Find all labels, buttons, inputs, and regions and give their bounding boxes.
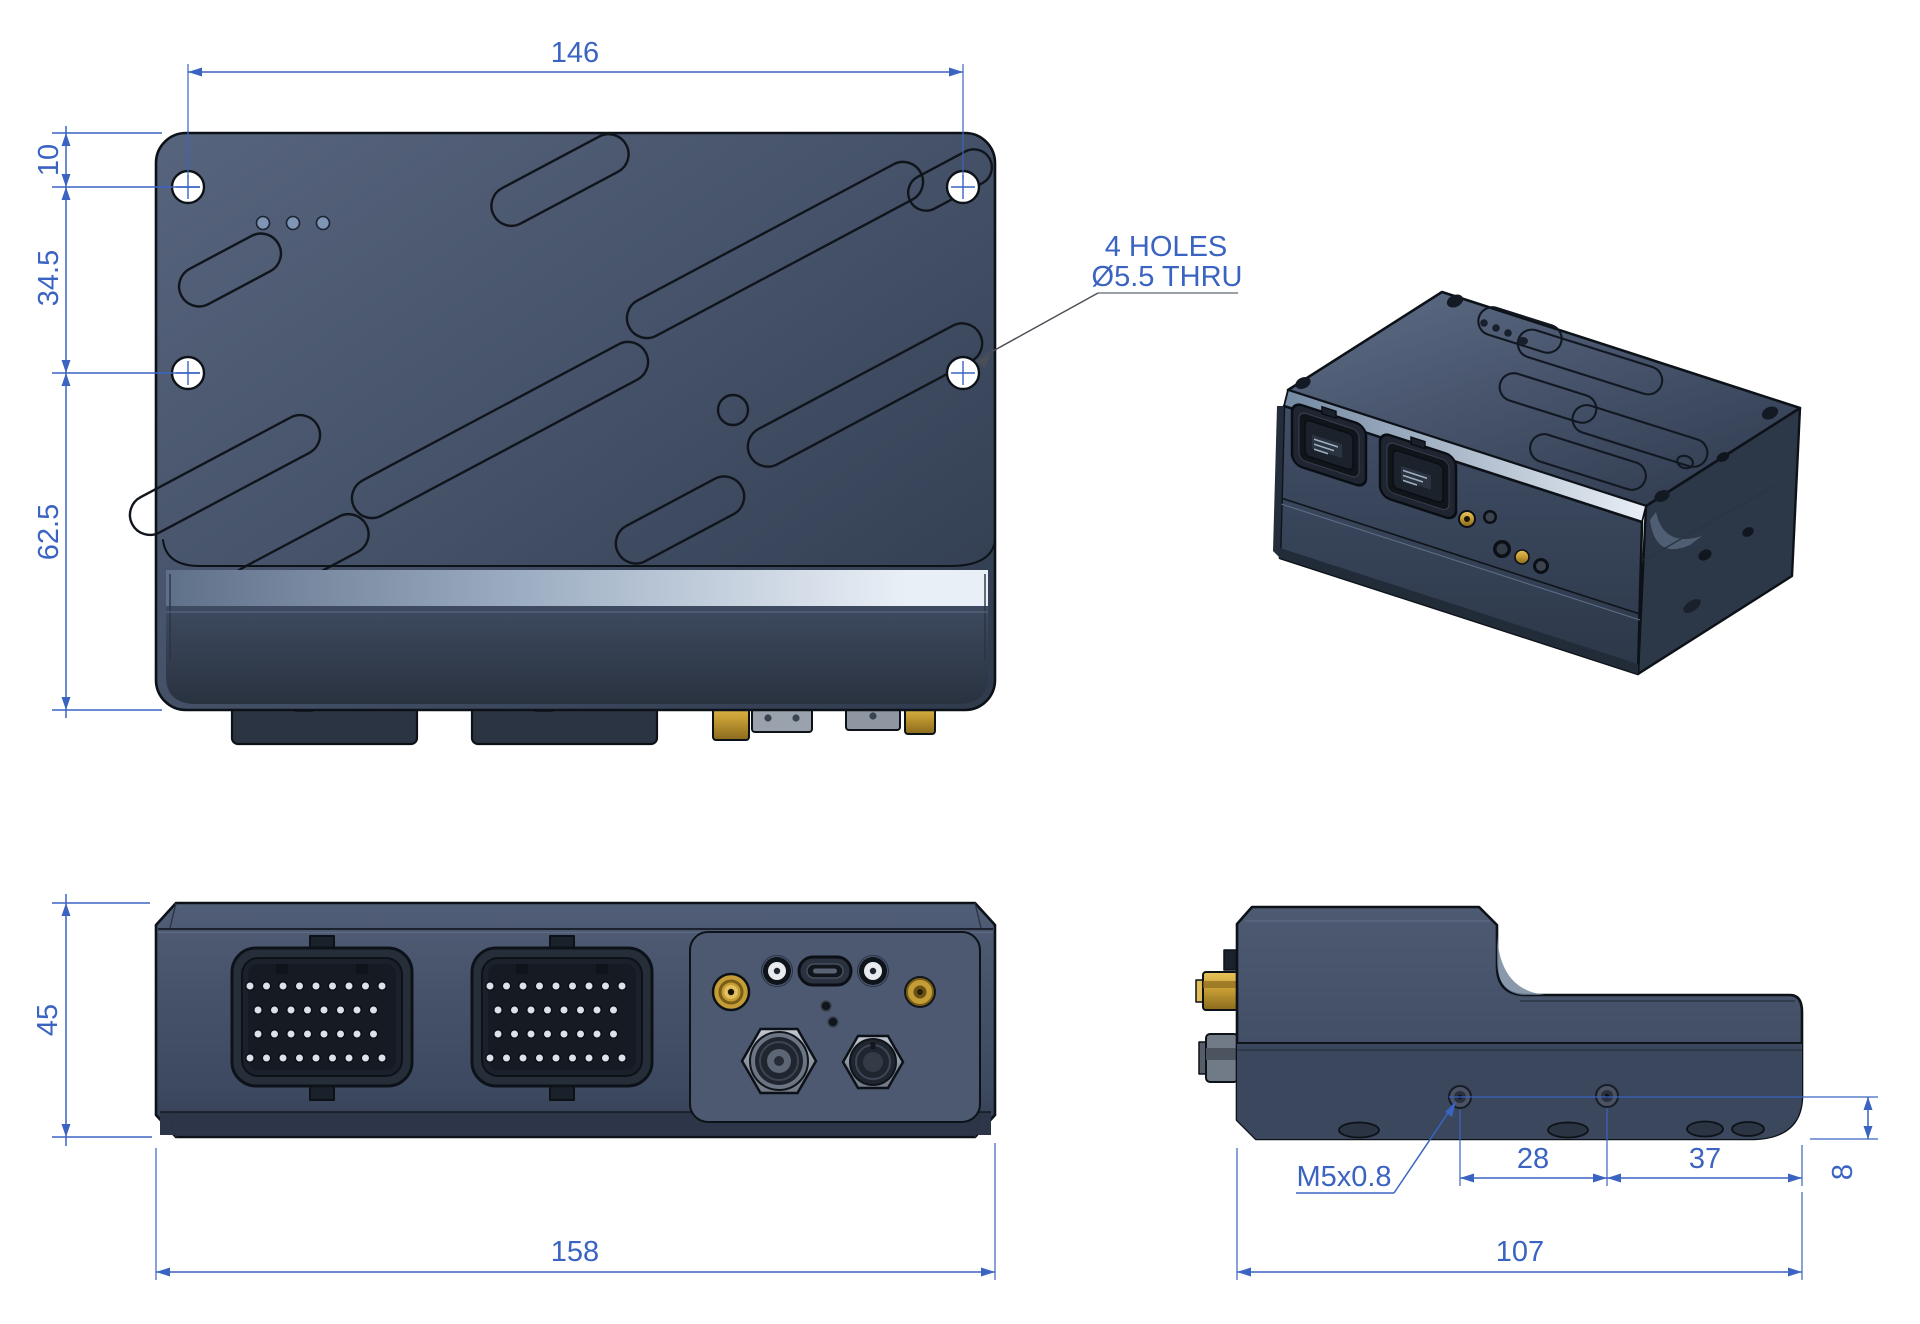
- plate-grooves: [128, 132, 994, 608]
- iso-plate-holes: [1295, 294, 1779, 503]
- iso-connector-1: [1290, 403, 1368, 487]
- dim-label-front-width: 158: [551, 1236, 599, 1268]
- dim-label-front-height: 45: [32, 1004, 64, 1036]
- dim-label-hole-row-spacing: 34.5: [33, 250, 65, 306]
- pinhole: [827, 1016, 839, 1028]
- plate-front-bevel-highlight: [166, 570, 988, 606]
- callout-holes-line2: Ø5.5 THRU: [1092, 261, 1243, 293]
- usb-c-port: [797, 955, 853, 987]
- top-view-dimensions: 146 10 34.5 62.5 4 HOLES Ø5.5 THRU: [33, 37, 1242, 718]
- leader-arrow: [975, 354, 991, 368]
- main-connector-1: [230, 935, 414, 1101]
- dim-label-hole-bottom-span: 62.5: [33, 504, 65, 560]
- bottom-recesses: [1338, 1120, 1765, 1139]
- io-panel: [689, 931, 981, 1123]
- side-view-protrusions: [1195, 949, 1239, 1083]
- pinhole: [820, 1000, 832, 1012]
- iso-led-dots: [1480, 319, 1528, 345]
- dim-label-side-hole-spacing: 28: [1517, 1143, 1549, 1175]
- dim-label-top-width: 146: [551, 37, 599, 69]
- round-connector-a: [761, 955, 793, 987]
- side-view-dimensions: M5x0.8 28 37 8 107: [1236, 1096, 1878, 1280]
- side-view: [1195, 905, 1804, 1141]
- connector-pin-field: [485, 981, 627, 1063]
- front-view-dimensions: 45 158: [32, 894, 996, 1280]
- dim-label-hole-top-offset: 10: [33, 144, 65, 176]
- holes-callout: 4 HOLES Ø5.5 THRU: [975, 231, 1242, 368]
- m12-connector-large: [740, 1027, 818, 1095]
- sma-connector: [711, 972, 751, 1012]
- iso-connector-2: [1378, 433, 1458, 520]
- top-view: [128, 131, 997, 746]
- front-overhang-band: [166, 606, 988, 704]
- front-view: [154, 901, 997, 1139]
- iso-round-connectors: [1458, 510, 1549, 574]
- iso-plate-grooves: [1477, 306, 1709, 491]
- gold-connector-side: [1202, 971, 1239, 1011]
- status-led-dots: [255, 215, 331, 231]
- gold-connector: [904, 976, 936, 1008]
- main-connector-2: [470, 935, 654, 1101]
- isometric-view: [1273, 290, 1802, 676]
- callout-thread: M5x0.8: [1296, 1161, 1391, 1193]
- round-connector-b: [857, 955, 889, 987]
- dim-label-side-depth: 107: [1496, 1236, 1544, 1268]
- callout-holes-line1: 4 HOLES: [1105, 231, 1228, 263]
- connector-pin-field: [245, 981, 387, 1063]
- dim-label-side-hole-to-edge: 37: [1689, 1143, 1721, 1175]
- cove-highlight: [1497, 935, 1545, 995]
- dim-label-side-hole-height: 8: [1827, 1164, 1859, 1180]
- m12-connector-small: [841, 1034, 905, 1090]
- thread-callout: M5x0.8: [1296, 1101, 1456, 1194]
